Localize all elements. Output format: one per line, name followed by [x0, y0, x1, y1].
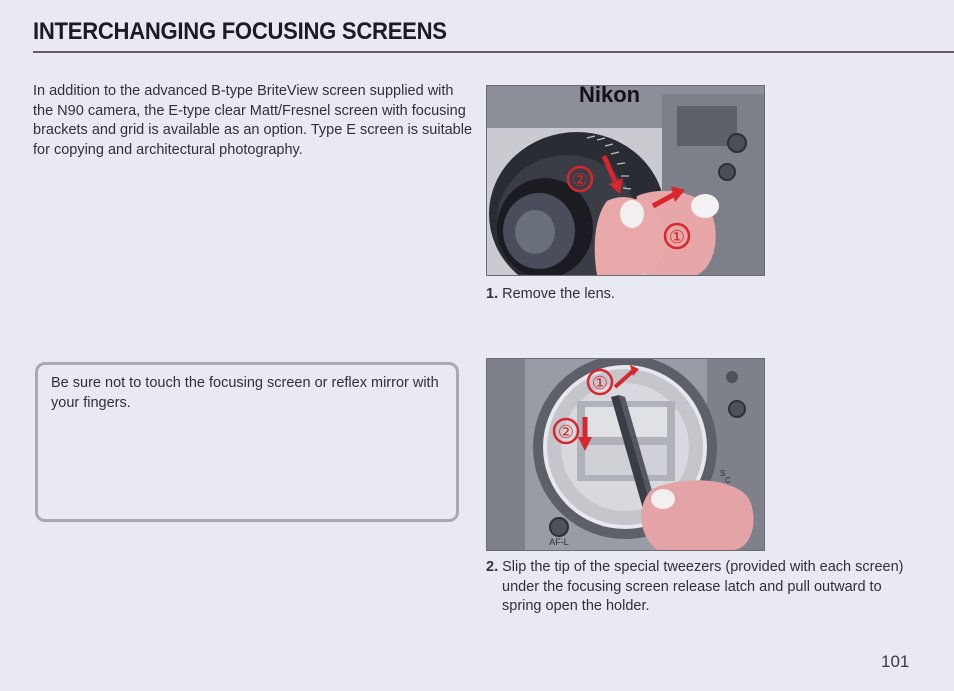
- page-title: INTERCHANGING FOCUSING SCREENS: [33, 18, 447, 45]
- page-number: 101: [881, 652, 910, 671]
- caution-box: [35, 362, 459, 522]
- step-marker-1: ①: [669, 227, 685, 248]
- af-l-label: AF-L: [549, 537, 569, 547]
- step-2-number: 2.: [486, 559, 499, 575]
- tweezers-illustration: AF-L S C ① ②: [487, 359, 764, 550]
- focus-mode-s-label: S: [720, 469, 725, 478]
- lens-removal-illustration: Nikon ② ①: [487, 86, 764, 275]
- focus-mode-c-label: C: [725, 476, 731, 485]
- step-1-number: 1.: [486, 286, 499, 302]
- lens-removal-photo: Nikon ② ①: [486, 85, 765, 276]
- intro-paragraph: In addition to the advanced B-type Brite…: [33, 83, 473, 159]
- caution-text: Be sure not to touch the focusing screen…: [51, 375, 439, 411]
- title-rule: [33, 51, 954, 53]
- step-marker-2: ②: [572, 170, 588, 191]
- tweezers-photo: AF-L S C ① ②: [486, 358, 765, 551]
- step-marker-1: ①: [592, 373, 608, 394]
- step-1-text: Remove the lens.: [502, 286, 615, 302]
- step-2-text: Slip the tip of the special tweezers (pr…: [502, 559, 904, 615]
- step-1-caption: 1. Remove the lens.: [486, 285, 926, 305]
- camera-brand-logo: Nikon: [579, 86, 640, 107]
- step-2-caption: 2. Slip the tip of the special tweezers …: [486, 558, 906, 617]
- step-marker-2: ②: [558, 422, 574, 443]
